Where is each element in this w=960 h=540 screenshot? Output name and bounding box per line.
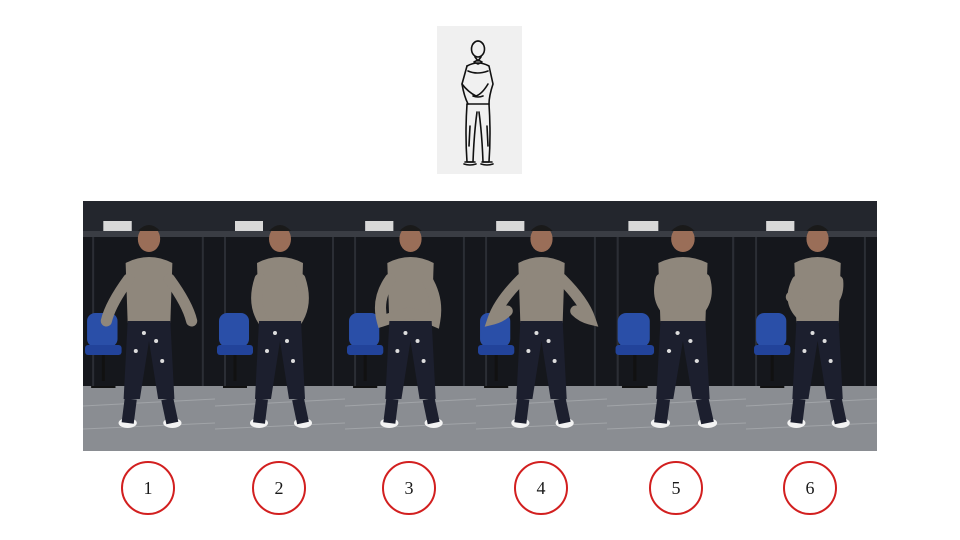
pose-frame-1 xyxy=(83,201,215,451)
frame-number-badge: 3 xyxy=(382,461,436,515)
pose-photo-arms-spread-at-waist xyxy=(476,201,607,451)
pose-frame-5 xyxy=(607,201,746,451)
pose-photo-arms-lowered-hands-at-hips xyxy=(83,201,215,451)
pose-photo-hands-crossed-turning xyxy=(746,201,877,451)
frame-number-badge: 2 xyxy=(252,461,306,515)
pose-photo-hands-raised-to-waist xyxy=(345,201,476,451)
frame-number-badge: 5 xyxy=(649,461,703,515)
pose-frame-2 xyxy=(215,201,345,451)
pose-frame-4 xyxy=(476,201,607,451)
pose-sequence-strip xyxy=(83,201,877,451)
pose-frame-3 xyxy=(345,201,476,451)
frame-number-badge: 6 xyxy=(783,461,837,515)
standing-man-sketch-icon xyxy=(461,40,494,166)
frame-number-badge: 4 xyxy=(514,461,568,515)
frame-number-badge: 1 xyxy=(121,461,175,515)
reference-sketch xyxy=(437,26,522,174)
pose-frame-6 xyxy=(746,201,877,451)
pose-photo-hands-crossed-at-chest xyxy=(607,201,746,451)
pose-photo-hands-meeting-in-front xyxy=(215,201,345,451)
